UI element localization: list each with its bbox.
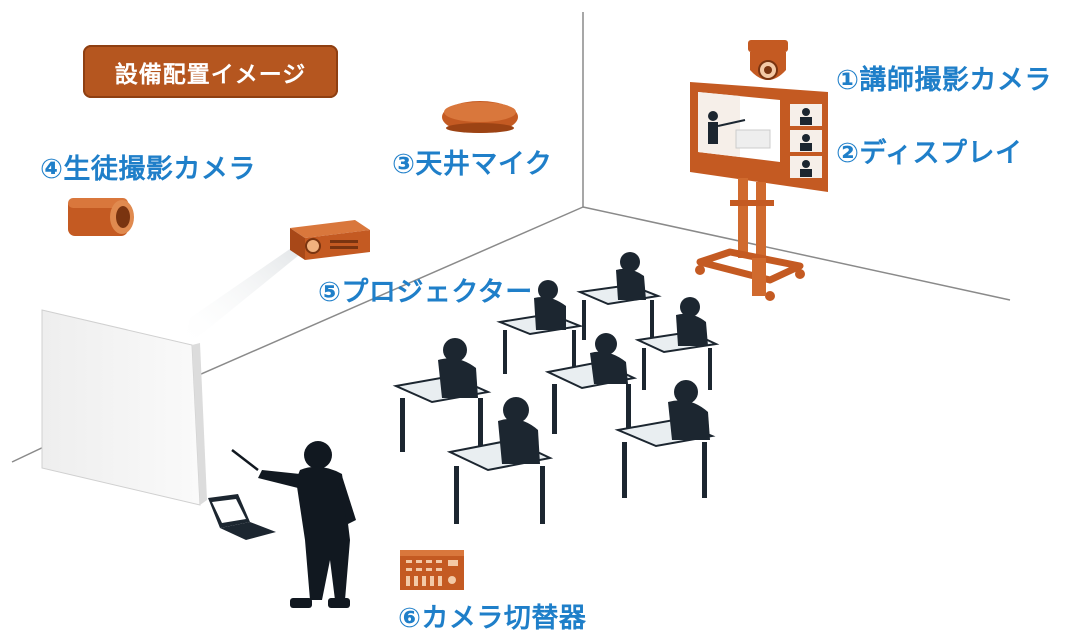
ceiling-mic-device	[442, 101, 518, 133]
label-instructor-camera: ①講師撮影カメラ	[836, 65, 1052, 96]
student-camera-device	[68, 198, 134, 236]
instructor-camera-device	[748, 40, 788, 80]
laptop-device	[208, 494, 276, 540]
teacher-silhouette	[231, 441, 356, 608]
diagram-title: 設備配置イメージ	[114, 61, 307, 88]
label-student-camera: ④生徒撮影カメラ	[40, 154, 256, 185]
label-ceiling-mic: ③天井マイク	[392, 149, 553, 180]
display-device	[690, 82, 828, 301]
desk-student	[614, 380, 716, 498]
desk-student	[576, 252, 662, 340]
desk-student	[496, 280, 584, 374]
title-badge: 設備配置イメージ	[83, 45, 338, 98]
student-desks	[392, 252, 720, 524]
desk-student	[634, 297, 720, 390]
projector-beam	[182, 238, 320, 350]
projection-screen	[41, 309, 207, 506]
label-display: ②ディスプレイ	[836, 138, 1023, 169]
desk-student	[446, 397, 554, 524]
desk-student	[544, 333, 638, 434]
label-camera-switcher: ⑥カメラ切替器	[398, 603, 587, 634]
label-projector: ⑤プロジェクター	[318, 277, 533, 308]
desk-student	[392, 338, 492, 452]
camera-switcher-device	[400, 550, 464, 590]
projector-device	[290, 220, 370, 260]
